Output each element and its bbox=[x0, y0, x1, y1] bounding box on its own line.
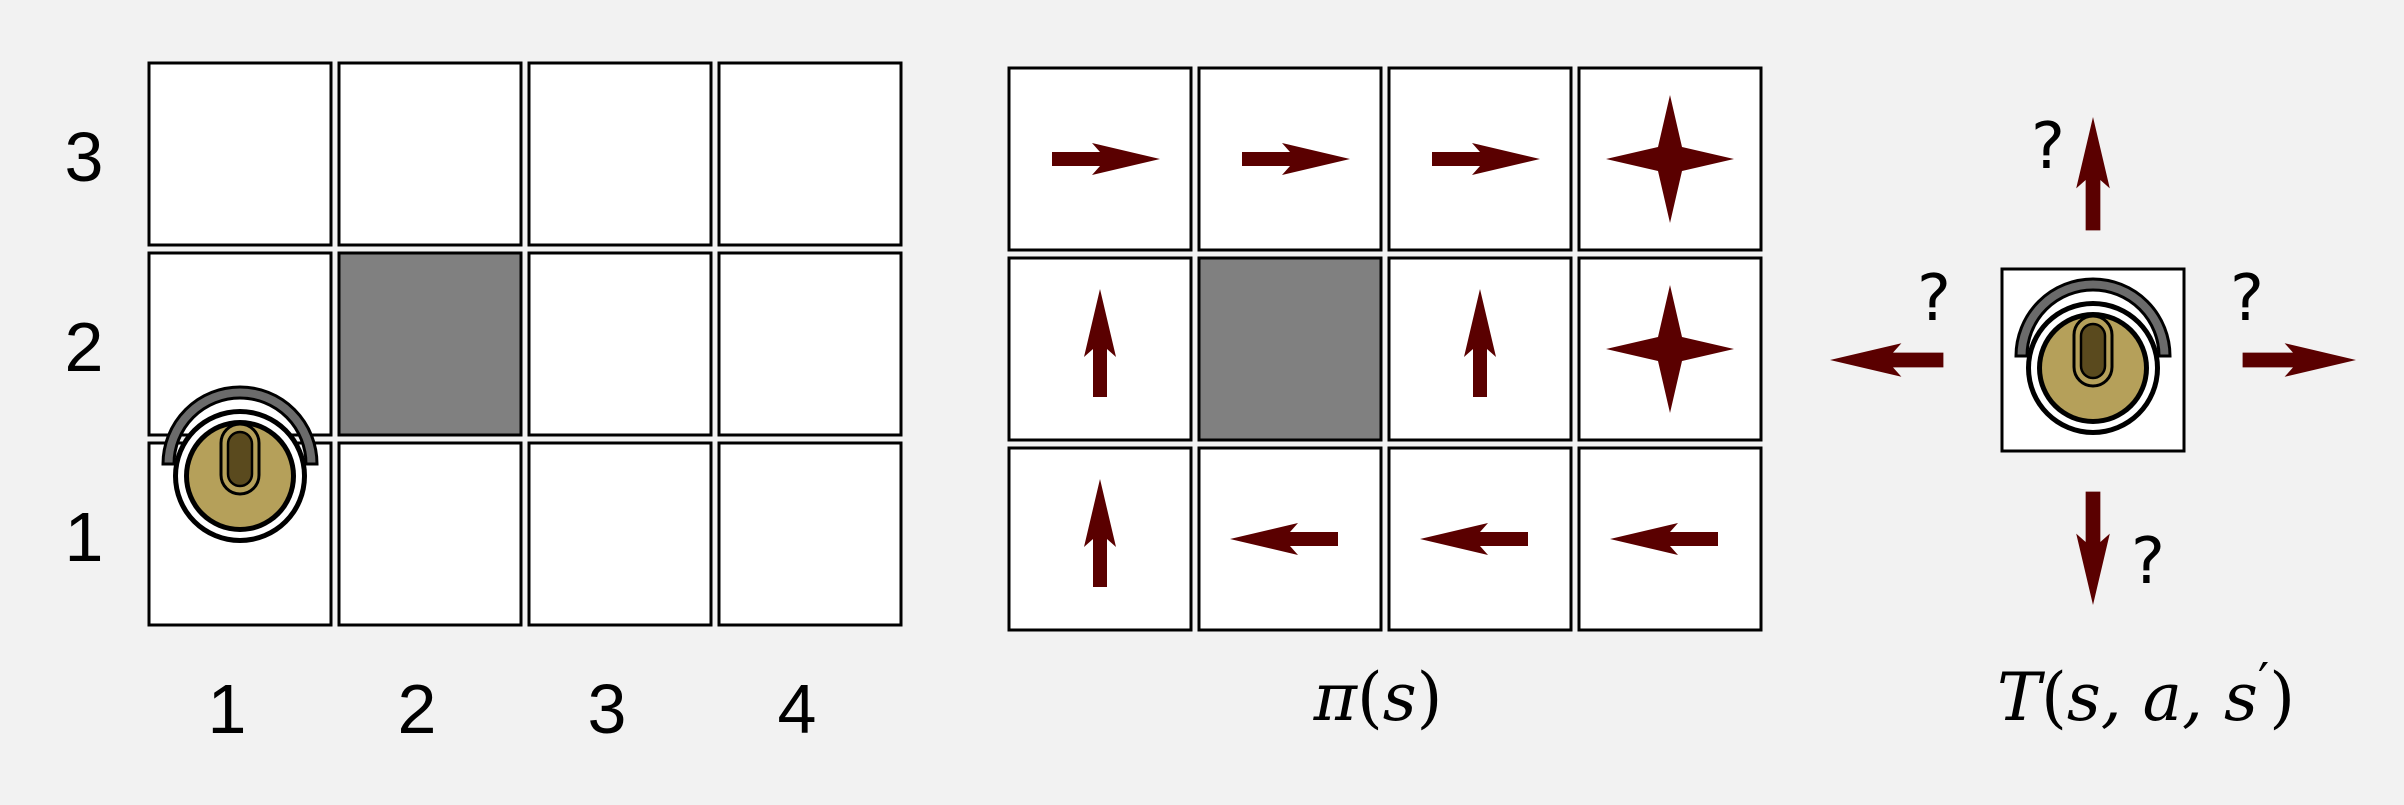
grid-cell bbox=[527, 61, 713, 247]
unknown-outcome-mark: ? bbox=[2031, 110, 2065, 184]
grid-cell bbox=[527, 251, 713, 437]
policy-grid bbox=[1007, 66, 1763, 632]
wall-cell bbox=[337, 251, 523, 437]
arrow-up-icon bbox=[1084, 479, 1116, 587]
arrow-down-icon bbox=[2076, 491, 2110, 605]
arrow-right-icon bbox=[1242, 143, 1350, 175]
transition-diagram: ???? bbox=[1830, 110, 2356, 605]
grid-cell bbox=[147, 61, 333, 247]
column-label: 3 bbox=[588, 670, 627, 748]
row-label: 3 bbox=[65, 118, 104, 196]
grid-cell bbox=[527, 441, 713, 627]
column-label: 2 bbox=[398, 670, 437, 748]
gridworld bbox=[147, 61, 903, 627]
column-labels: 1 2 3 4 bbox=[208, 670, 817, 748]
policy-label: π(s) bbox=[1313, 659, 1443, 736]
row-label: 1 bbox=[65, 498, 104, 576]
arrow-right-icon bbox=[1432, 143, 1540, 175]
wall-cell bbox=[1197, 256, 1383, 442]
unknown-outcome-mark: ? bbox=[1917, 262, 1951, 336]
policy-cell bbox=[1197, 66, 1383, 252]
arrow-left-icon bbox=[1230, 523, 1338, 555]
row-label: 2 bbox=[65, 308, 104, 386]
unknown-outcome-mark: ? bbox=[2131, 525, 2165, 599]
grid-cell bbox=[717, 61, 903, 247]
arrow-up-icon bbox=[2076, 117, 2110, 231]
arrow-left-icon bbox=[1610, 523, 1718, 555]
grid-cell bbox=[337, 61, 523, 247]
arrow-left-icon bbox=[1830, 343, 1944, 377]
unknown-outcome-mark: ? bbox=[2230, 262, 2264, 336]
column-label: 4 bbox=[778, 670, 817, 748]
arrow-up-icon bbox=[1464, 289, 1496, 397]
grid-cell bbox=[147, 251, 333, 437]
arrow-right-icon bbox=[2242, 343, 2356, 377]
arrow-left-icon bbox=[1420, 523, 1528, 555]
arrow-up-icon bbox=[1084, 289, 1116, 397]
terminal-star-icon bbox=[1606, 95, 1734, 223]
policy-cell bbox=[1007, 446, 1193, 632]
terminal-star-icon bbox=[1606, 285, 1734, 413]
grid-cell bbox=[337, 441, 523, 627]
arrow-right-icon bbox=[1052, 143, 1160, 175]
column-label: 1 bbox=[208, 670, 247, 748]
transition-label: T(s, a, s′) bbox=[1997, 652, 2295, 736]
row-labels: 3 2 1 bbox=[65, 118, 104, 576]
grid-cell bbox=[717, 441, 903, 627]
grid-cell bbox=[717, 251, 903, 437]
